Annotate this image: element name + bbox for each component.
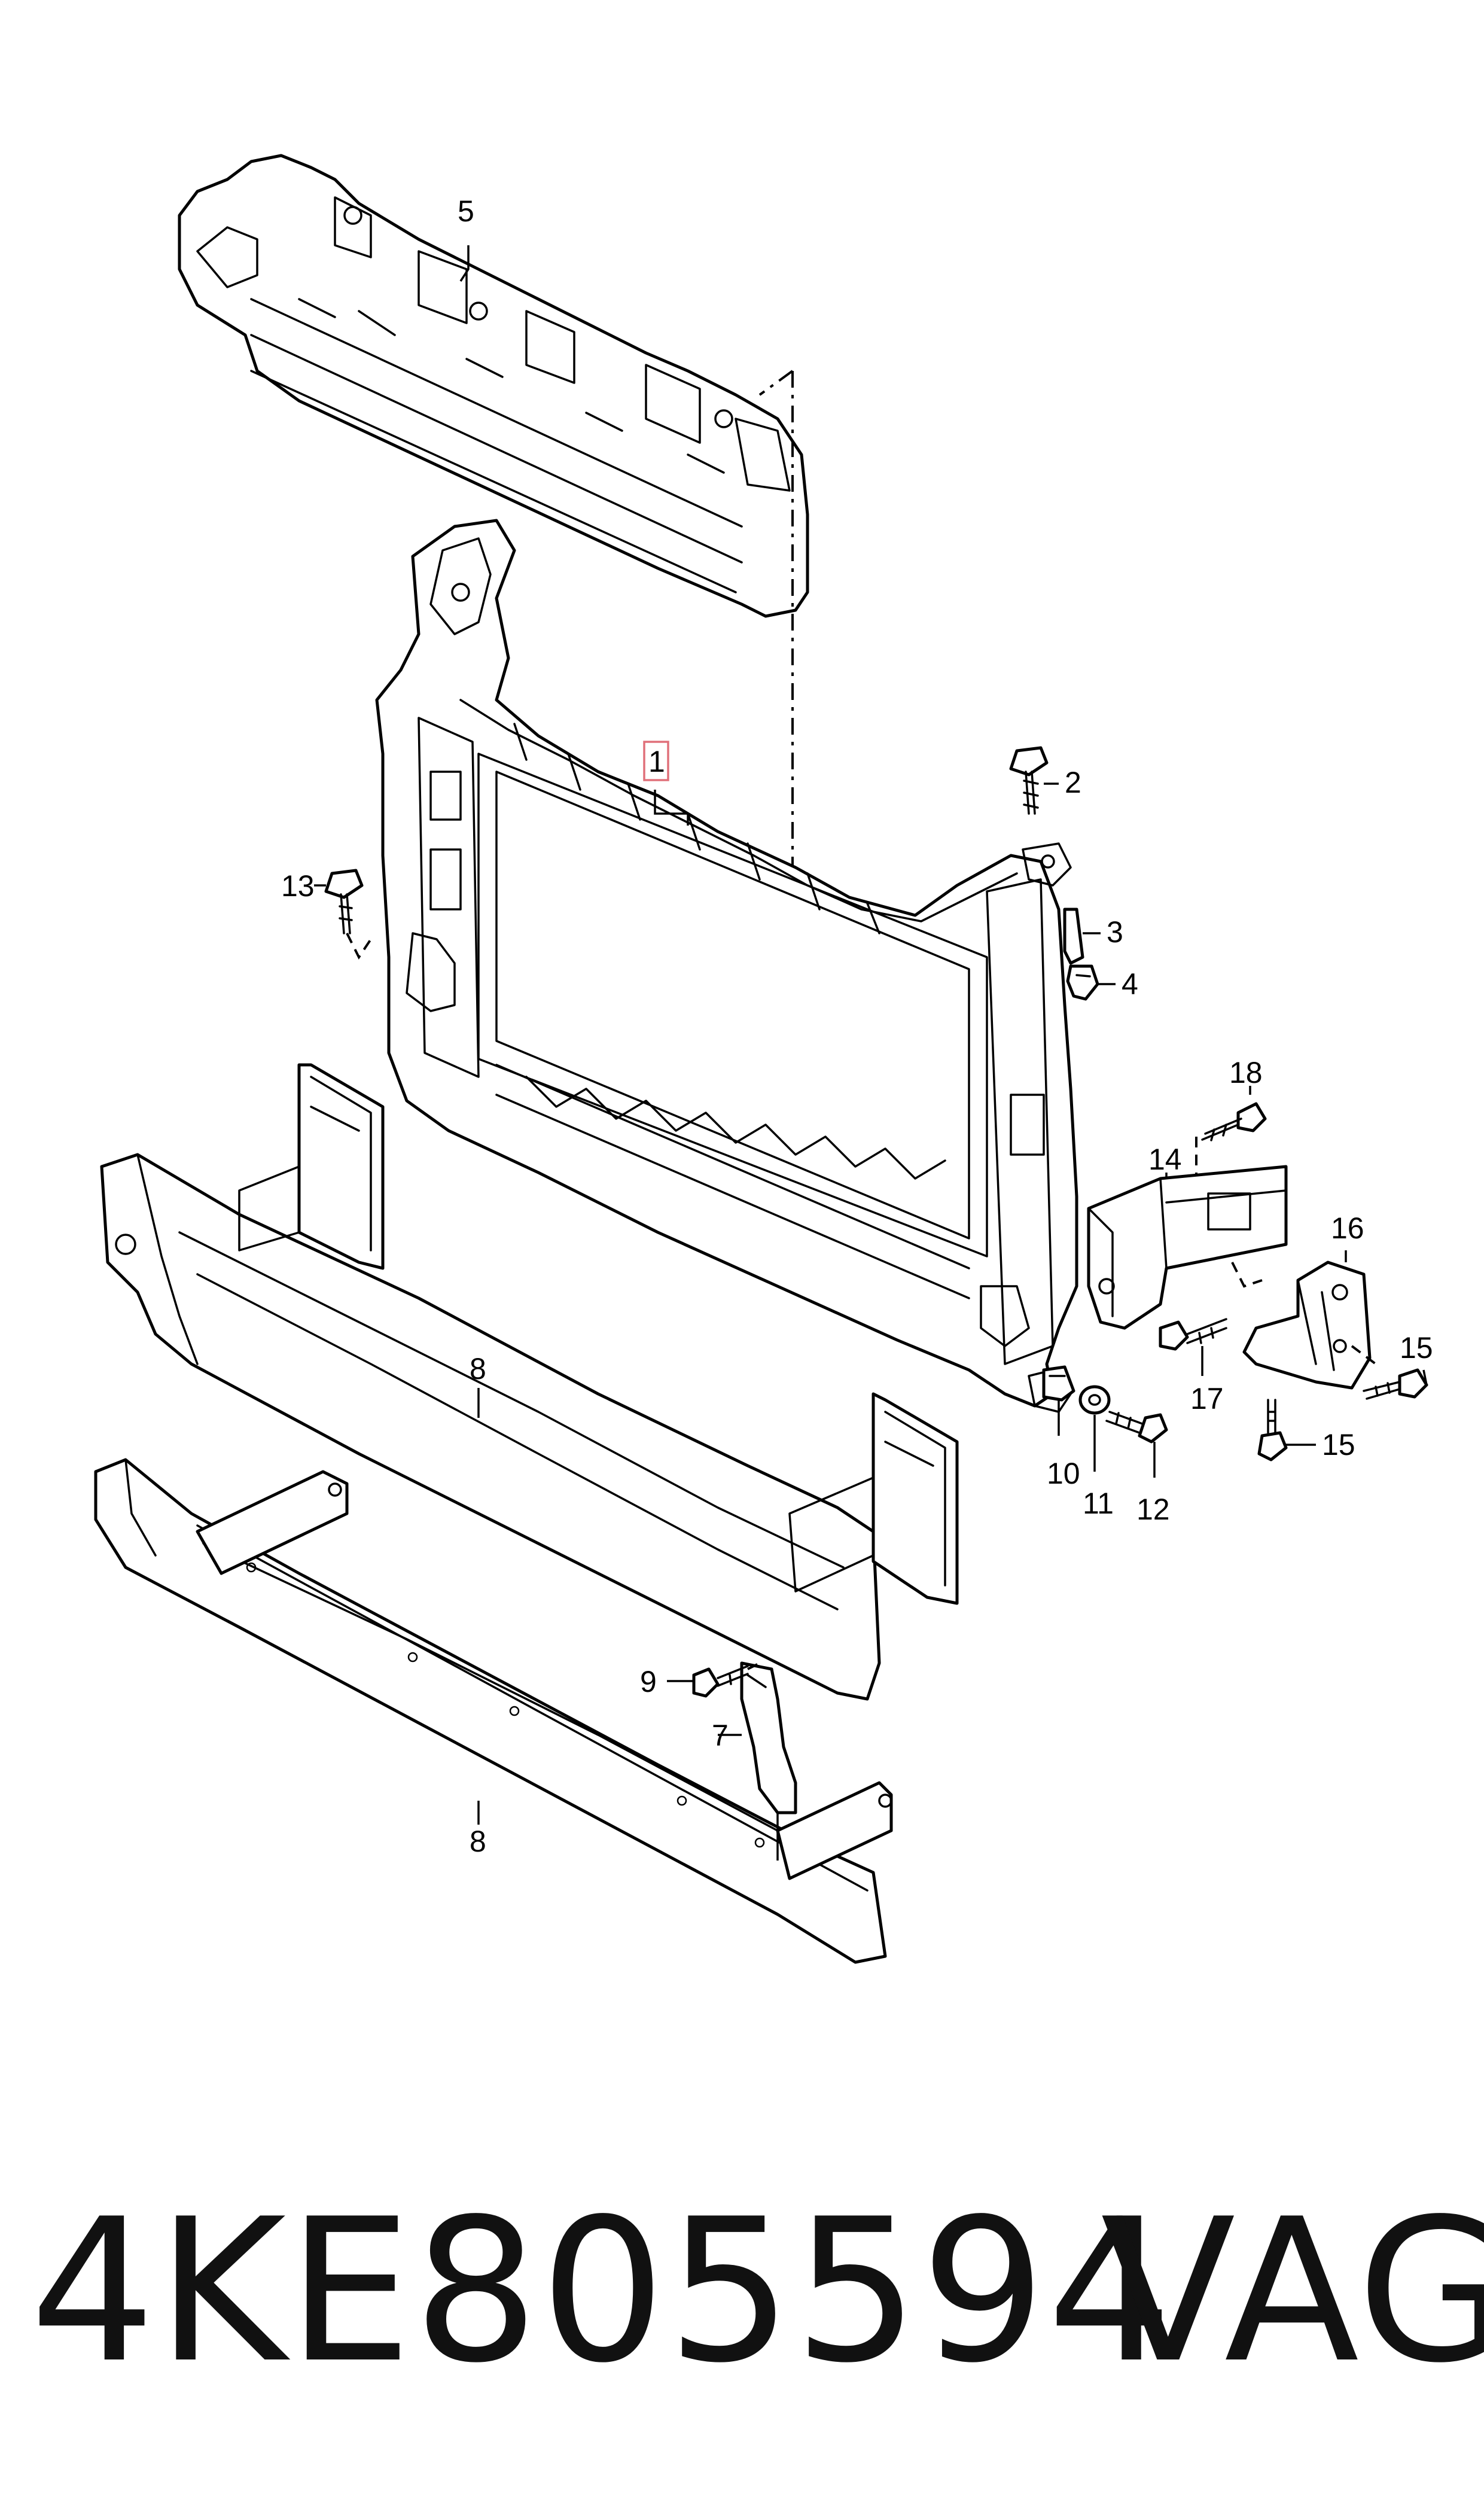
callout-1-highlight	[643, 741, 669, 781]
callout-3: 3	[1107, 915, 1123, 949]
callout-7: 7	[712, 1719, 729, 1752]
callout-13: 13	[281, 869, 315, 903]
fastener-bolt-17	[1159, 1318, 1227, 1351]
part-angle-bracket-16	[1242, 1260, 1377, 1390]
callout-10: 10	[1047, 1457, 1080, 1490]
fastener-bolt-2	[1009, 746, 1049, 815]
callout-17: 17	[1190, 1382, 1224, 1415]
fastener-bolt-9	[692, 1662, 760, 1698]
fastener-clip-3	[1063, 908, 1084, 965]
callout-8-upper: 8	[470, 1352, 486, 1386]
fastener-nut-4	[1066, 964, 1099, 1001]
brand-label: VAG	[1101, 2176, 1484, 2406]
fastener-washer-11	[1078, 1385, 1111, 1415]
callout-2: 2	[1065, 766, 1081, 799]
callout-5: 5	[458, 194, 474, 228]
fastener-bolt-12	[1105, 1411, 1168, 1444]
callout-8-lower: 8	[470, 1825, 486, 1858]
callout-1: 1	[648, 745, 665, 778]
fastener-bolt-15-right	[1363, 1368, 1428, 1400]
callout-18: 18	[1229, 1056, 1263, 1089]
fastener-bolt-15-bottom	[1257, 1399, 1288, 1462]
callout-11: 11	[1083, 1487, 1114, 1520]
leader-lines	[314, 245, 1428, 1825]
part-lower-cross-member	[94, 1458, 893, 1964]
callout-9: 9	[640, 1665, 657, 1698]
fastener-bolt-13	[324, 869, 372, 960]
part-upper-cross-member	[178, 154, 809, 618]
part-bumper-reinforcement-upper	[100, 1063, 959, 1701]
callout-15-bottom: 15	[1322, 1428, 1355, 1462]
callout-labels: 1 5 2 3 4 13 18 14 16 15 15 17 10 11 12 …	[281, 194, 1433, 1858]
part-bracket	[740, 1661, 797, 1861]
part-front-end-carrier	[375, 519, 1078, 1413]
exploded-parts-diagram: 1 5 2 3 4 13 18 14 16 15 15 17 10 11 12 …	[94, 154, 1433, 1964]
fastener-clip-nut-10	[1042, 1365, 1075, 1402]
callout-14: 14	[1148, 1143, 1182, 1176]
callout-4: 4	[1122, 967, 1138, 1001]
part-number-label: 4KE805594	[30, 2176, 1174, 2406]
callout-12: 12	[1136, 1493, 1170, 1526]
callout-15-right: 15	[1400, 1331, 1433, 1365]
part-support-bracket-14	[1087, 1165, 1288, 1330]
footer-caption: 4KE805594 VAG	[0, 2166, 1484, 2453]
callout-16: 16	[1331, 1211, 1364, 1245]
